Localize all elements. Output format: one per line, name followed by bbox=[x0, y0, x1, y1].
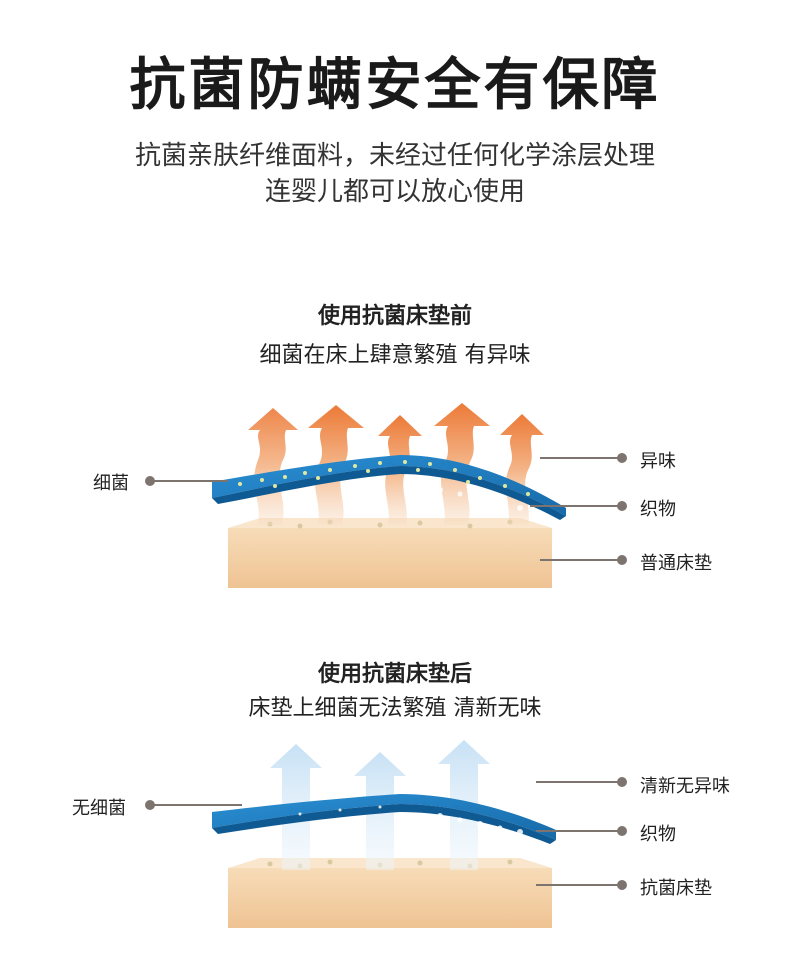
label-mattress-after: 抗菌床垫 bbox=[640, 878, 712, 899]
subtitle-line-2: 连婴儿都可以放心使用 bbox=[264, 177, 525, 207]
before-subheading: 细菌在床上肆意繁殖 有异味 bbox=[259, 343, 531, 368]
subtitle-line-1: 抗菌亲肤纤维面料，未经过任何化学涂层处理 bbox=[134, 141, 655, 171]
before-fabric bbox=[212, 455, 566, 520]
after-fabric bbox=[212, 794, 556, 844]
after-leaders bbox=[145, 777, 627, 890]
page-title: 抗菌防螨安全有保障 bbox=[129, 53, 661, 118]
before-mattress bbox=[228, 518, 552, 588]
before-heading: 使用抗菌床垫前 bbox=[317, 304, 472, 329]
before-diagram bbox=[145, 403, 627, 588]
before-leaders bbox=[145, 453, 627, 565]
label-fabric-before: 织物 bbox=[640, 499, 676, 520]
label-mattress-before: 普通床垫 bbox=[640, 553, 712, 574]
label-bacteria: 细菌 bbox=[93, 473, 129, 494]
label-fabric-after: 织物 bbox=[640, 824, 676, 845]
after-subheading: 床垫上细菌无法繁殖 清新无味 bbox=[248, 696, 542, 721]
after-heading: 使用抗菌床垫后 bbox=[317, 662, 472, 687]
after-diagram bbox=[145, 740, 627, 928]
label-fresh-no-odor: 清新无异味 bbox=[640, 776, 730, 797]
label-odor: 异味 bbox=[640, 451, 676, 472]
label-no-bacteria: 无细菌 bbox=[72, 798, 126, 819]
